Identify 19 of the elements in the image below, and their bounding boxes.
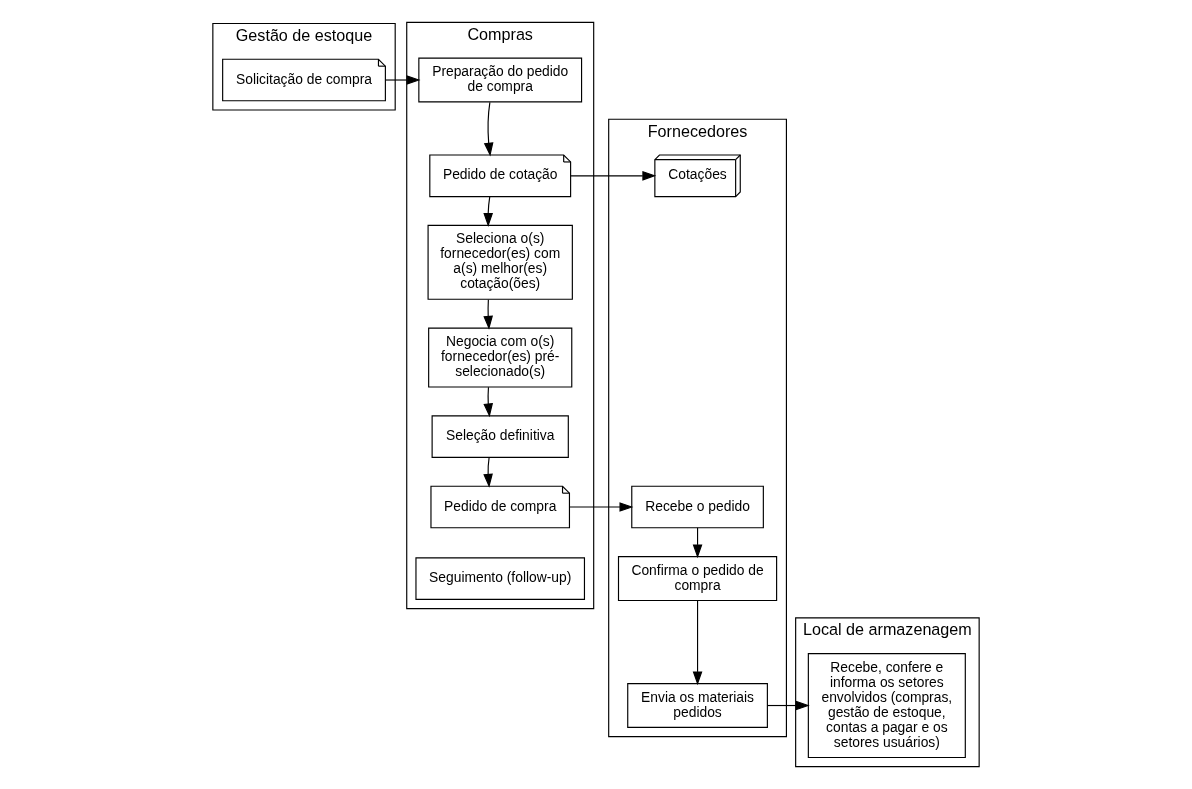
arrow (385, 75, 421, 85)
node-box: Preparação do pedido de compra (418, 57, 583, 103)
node-box: Negocia com o(s) fornecedor(es) pré-selecionado(s) (428, 327, 573, 388)
arrow (483, 456, 493, 488)
node-box: Envia os materiais pedidos (627, 683, 768, 729)
node-box: Seguimento (follow-up) (415, 557, 586, 600)
arrow (692, 600, 703, 686)
arrow (483, 386, 494, 418)
node-box: Seleção definitiva (431, 415, 569, 458)
node-box: Seleciona o(s) fornecedor(es) com a(s) melhor(es) cotação(ões) (427, 224, 573, 300)
node-box: Confirma o pedido de compra (617, 556, 778, 602)
node-box: Recebe o pedido (631, 485, 764, 529)
arrow (483, 196, 494, 227)
arrow (569, 502, 634, 512)
arrow (570, 170, 657, 181)
arrow (483, 299, 493, 330)
arrow (766, 700, 810, 711)
arrow (483, 101, 494, 157)
node-box: Recebe, confere e informa os setores envolvidos (compras, gestão de estoque, contas a pagar e os setores usuários) (807, 653, 966, 759)
